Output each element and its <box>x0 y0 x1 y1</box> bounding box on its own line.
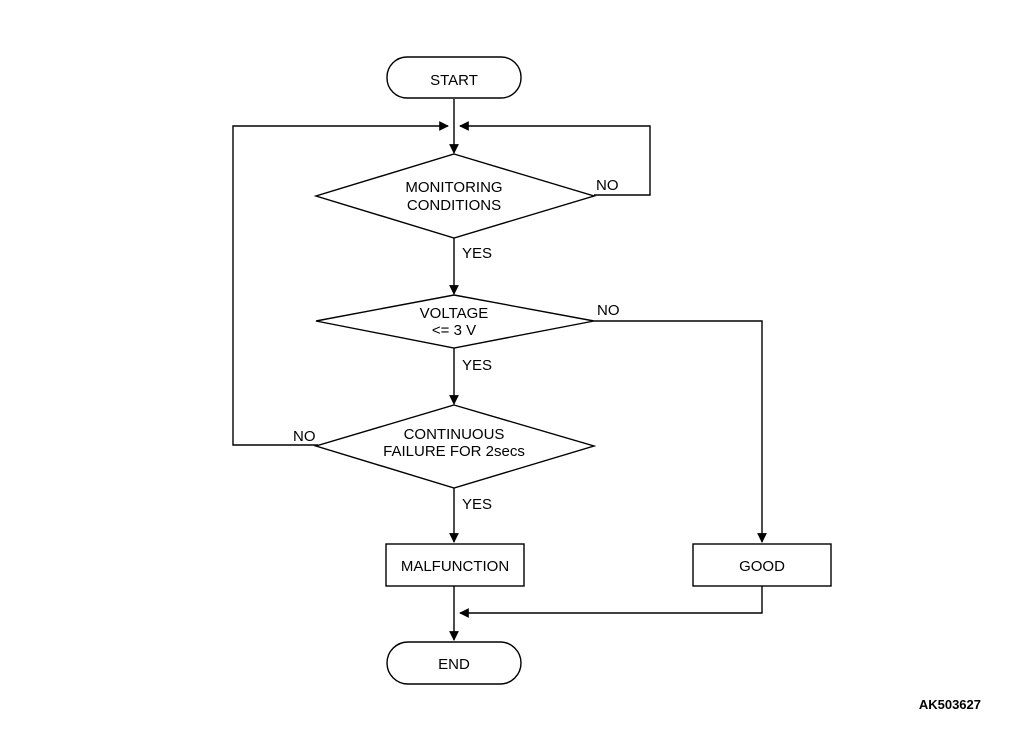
connectors <box>232 99 767 641</box>
voltage-yes-label: YES <box>462 357 492 374</box>
voltage-line1: VOLTAGE <box>420 305 489 322</box>
monitoring-yes-label: YES <box>462 245 492 262</box>
continuous-line2: FAILURE FOR 2secs <box>383 443 525 460</box>
continuous-no-label: NO <box>293 428 316 445</box>
continuous-yes-label: YES <box>462 496 492 513</box>
voltage-line2: <= 3 V <box>432 322 476 339</box>
start-terminator: START <box>386 56 522 99</box>
good-label: GOOD <box>739 558 785 575</box>
monitoring-no-loop-arrow <box>459 121 651 196</box>
monitoring-line2: CONDITIONS <box>407 197 501 214</box>
continuous-line1: CONTINUOUS <box>404 426 505 443</box>
monitoring-line1: MONITORING <box>405 179 502 196</box>
figure-code: AK503627 <box>919 697 981 712</box>
malfunction-label: MALFUNCTION <box>401 558 509 575</box>
monitoring-conditions-decision: MONITORING CONDITIONS <box>313 153 597 239</box>
end-terminator: END <box>386 641 522 685</box>
continuous-no-loop-arrow <box>232 121 449 446</box>
continuous-failure-decision: CONTINUOUS FAILURE FOR 2secs <box>313 404 597 489</box>
monitoring-no-label: NO <box>596 177 619 194</box>
end-label: END <box>438 656 470 673</box>
good-to-end-arrow <box>459 586 763 618</box>
malfunction-box: MALFUNCTION <box>385 543 525 587</box>
voltage-no-arrow <box>594 320 767 543</box>
voltage-no-label: NO <box>597 302 620 319</box>
start-label: START <box>430 72 478 89</box>
voltage-decision: VOLTAGE <= 3 V <box>315 294 595 349</box>
good-box: GOOD <box>692 543 832 587</box>
